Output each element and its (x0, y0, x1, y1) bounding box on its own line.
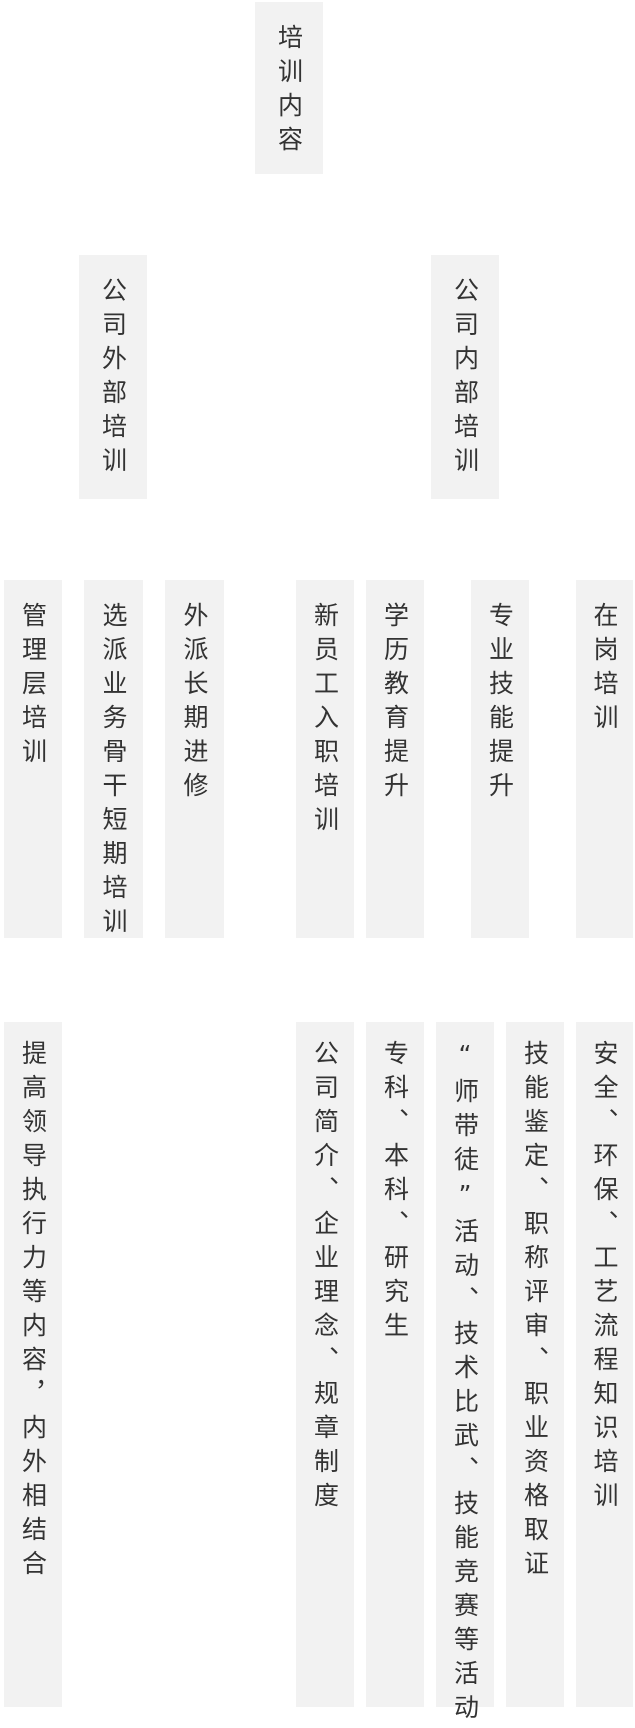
detail-label: 技能鉴定、职称评审、职业资格取证 (520, 1040, 550, 1584)
category-label: 学历教育提升 (380, 602, 410, 806)
category-node: 管理层培训 (4, 580, 62, 938)
detail-node: 技能鉴定、职称评审、职业资格取证 (506, 1022, 564, 1707)
detail-node: 公司简介、企业理念、规章制度 (296, 1022, 354, 1707)
branch-external: 公司外部培训 (79, 255, 147, 499)
category-node: 学历教育提升 (366, 580, 424, 938)
detail-label: 提高领导执行力等内容，内外相结合 (18, 1040, 48, 1584)
category-label: 外派长期进修 (180, 602, 209, 806)
detail-label: 专科、本科、研究生 (380, 1040, 410, 1346)
category-node: 选派业务骨干短期培训 (84, 580, 143, 942)
detail-label: 公司简介、企业理念、规章制度 (310, 1040, 340, 1516)
detail-label: 安全、环保、工艺流程知识培训 (590, 1040, 619, 1516)
detail-node: 安全、环保、工艺流程知识培训 (576, 1022, 633, 1707)
detail-node: 提高领导执行力等内容，内外相结合 (4, 1022, 62, 1707)
category-node: 新员工入职培训 (296, 580, 354, 938)
category-label: 在岗培训 (590, 602, 619, 738)
category-label: 新员工入职培训 (310, 602, 340, 840)
category-node: 在岗培训 (576, 580, 633, 938)
root-label: 培训内容 (274, 24, 304, 160)
category-label: 选派业务骨干短期培训 (99, 602, 128, 942)
root-node: 培训内容 (255, 2, 323, 174)
branch-internal: 公司内部培训 (431, 255, 499, 499)
category-label: 专业技能提升 (485, 602, 515, 806)
category-node: 专业技能提升 (471, 580, 529, 938)
category-label: 管理层培训 (18, 602, 48, 772)
detail-node: “师带徒”活动、技术比武、技能竞赛等活动 (436, 1022, 494, 1728)
category-node: 外派长期进修 (165, 580, 224, 938)
branch-external-label: 公司外部培训 (98, 277, 128, 481)
detail-label: “师带徒”活动、技术比武、技能竞赛等活动 (450, 1040, 480, 1728)
detail-node: 专科、本科、研究生 (366, 1022, 424, 1707)
branch-internal-label: 公司内部培训 (450, 277, 480, 481)
